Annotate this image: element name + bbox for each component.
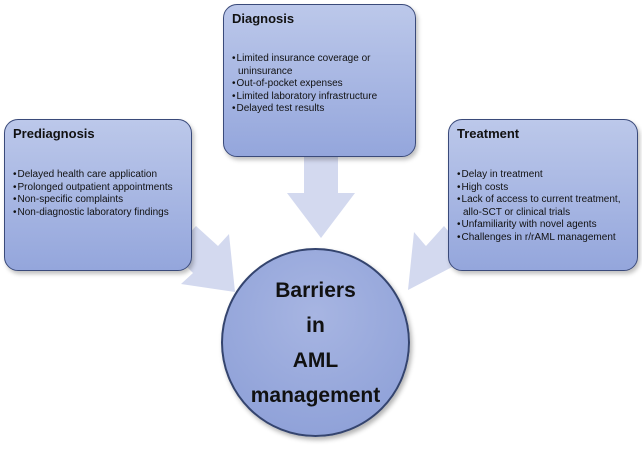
center-circle: Barriers in AML management	[221, 248, 410, 437]
diagnosis-list: Limited insurance coverage or uninsuranc…	[224, 53, 415, 116]
arrow-down-from-diagnosis	[287, 157, 355, 238]
center-text-line: in	[306, 313, 325, 337]
center-text-line: Barriers	[275, 278, 356, 302]
list-item: Delayed test results	[232, 103, 409, 116]
list-item: Limited laboratory infrastructure	[232, 91, 409, 104]
list-item: Non-diagnostic laboratory findings	[13, 207, 185, 220]
list-item: Delayed health care application	[13, 169, 185, 182]
list-item: Lack of access to current treatment, all…	[457, 194, 631, 219]
diagnosis-box: Diagnosis Limited insurance coverage or …	[223, 4, 416, 157]
prediagnosis-title: Prediagnosis	[13, 126, 95, 141]
treatment-title: Treatment	[457, 126, 520, 141]
list-item: Limited insurance coverage or uninsuranc…	[232, 53, 409, 78]
list-item: Prolonged outpatient appointments	[13, 182, 185, 195]
treatment-box: Treatment Delay in treatment High costs …	[448, 119, 638, 271]
center-text-line: management	[250, 383, 381, 407]
list-item: Out-of-pocket expenses	[232, 78, 409, 91]
list-item: Delay in treatment	[457, 169, 631, 182]
prediagnosis-list: Delayed health care application Prolonge…	[5, 169, 191, 219]
prediagnosis-box: Prediagnosis Delayed health care applica…	[4, 119, 192, 271]
center-text-line: AML	[292, 348, 339, 372]
list-item: Non-specific complaints	[13, 194, 185, 207]
list-item: Unfamiliarity with novel agents	[457, 219, 631, 232]
list-item: High costs	[457, 182, 631, 195]
diagnosis-title: Diagnosis	[232, 11, 295, 26]
list-item: Challenges in r/rAML management	[457, 232, 631, 245]
treatment-list: Delay in treatment High costs Lack of ac…	[449, 169, 637, 244]
